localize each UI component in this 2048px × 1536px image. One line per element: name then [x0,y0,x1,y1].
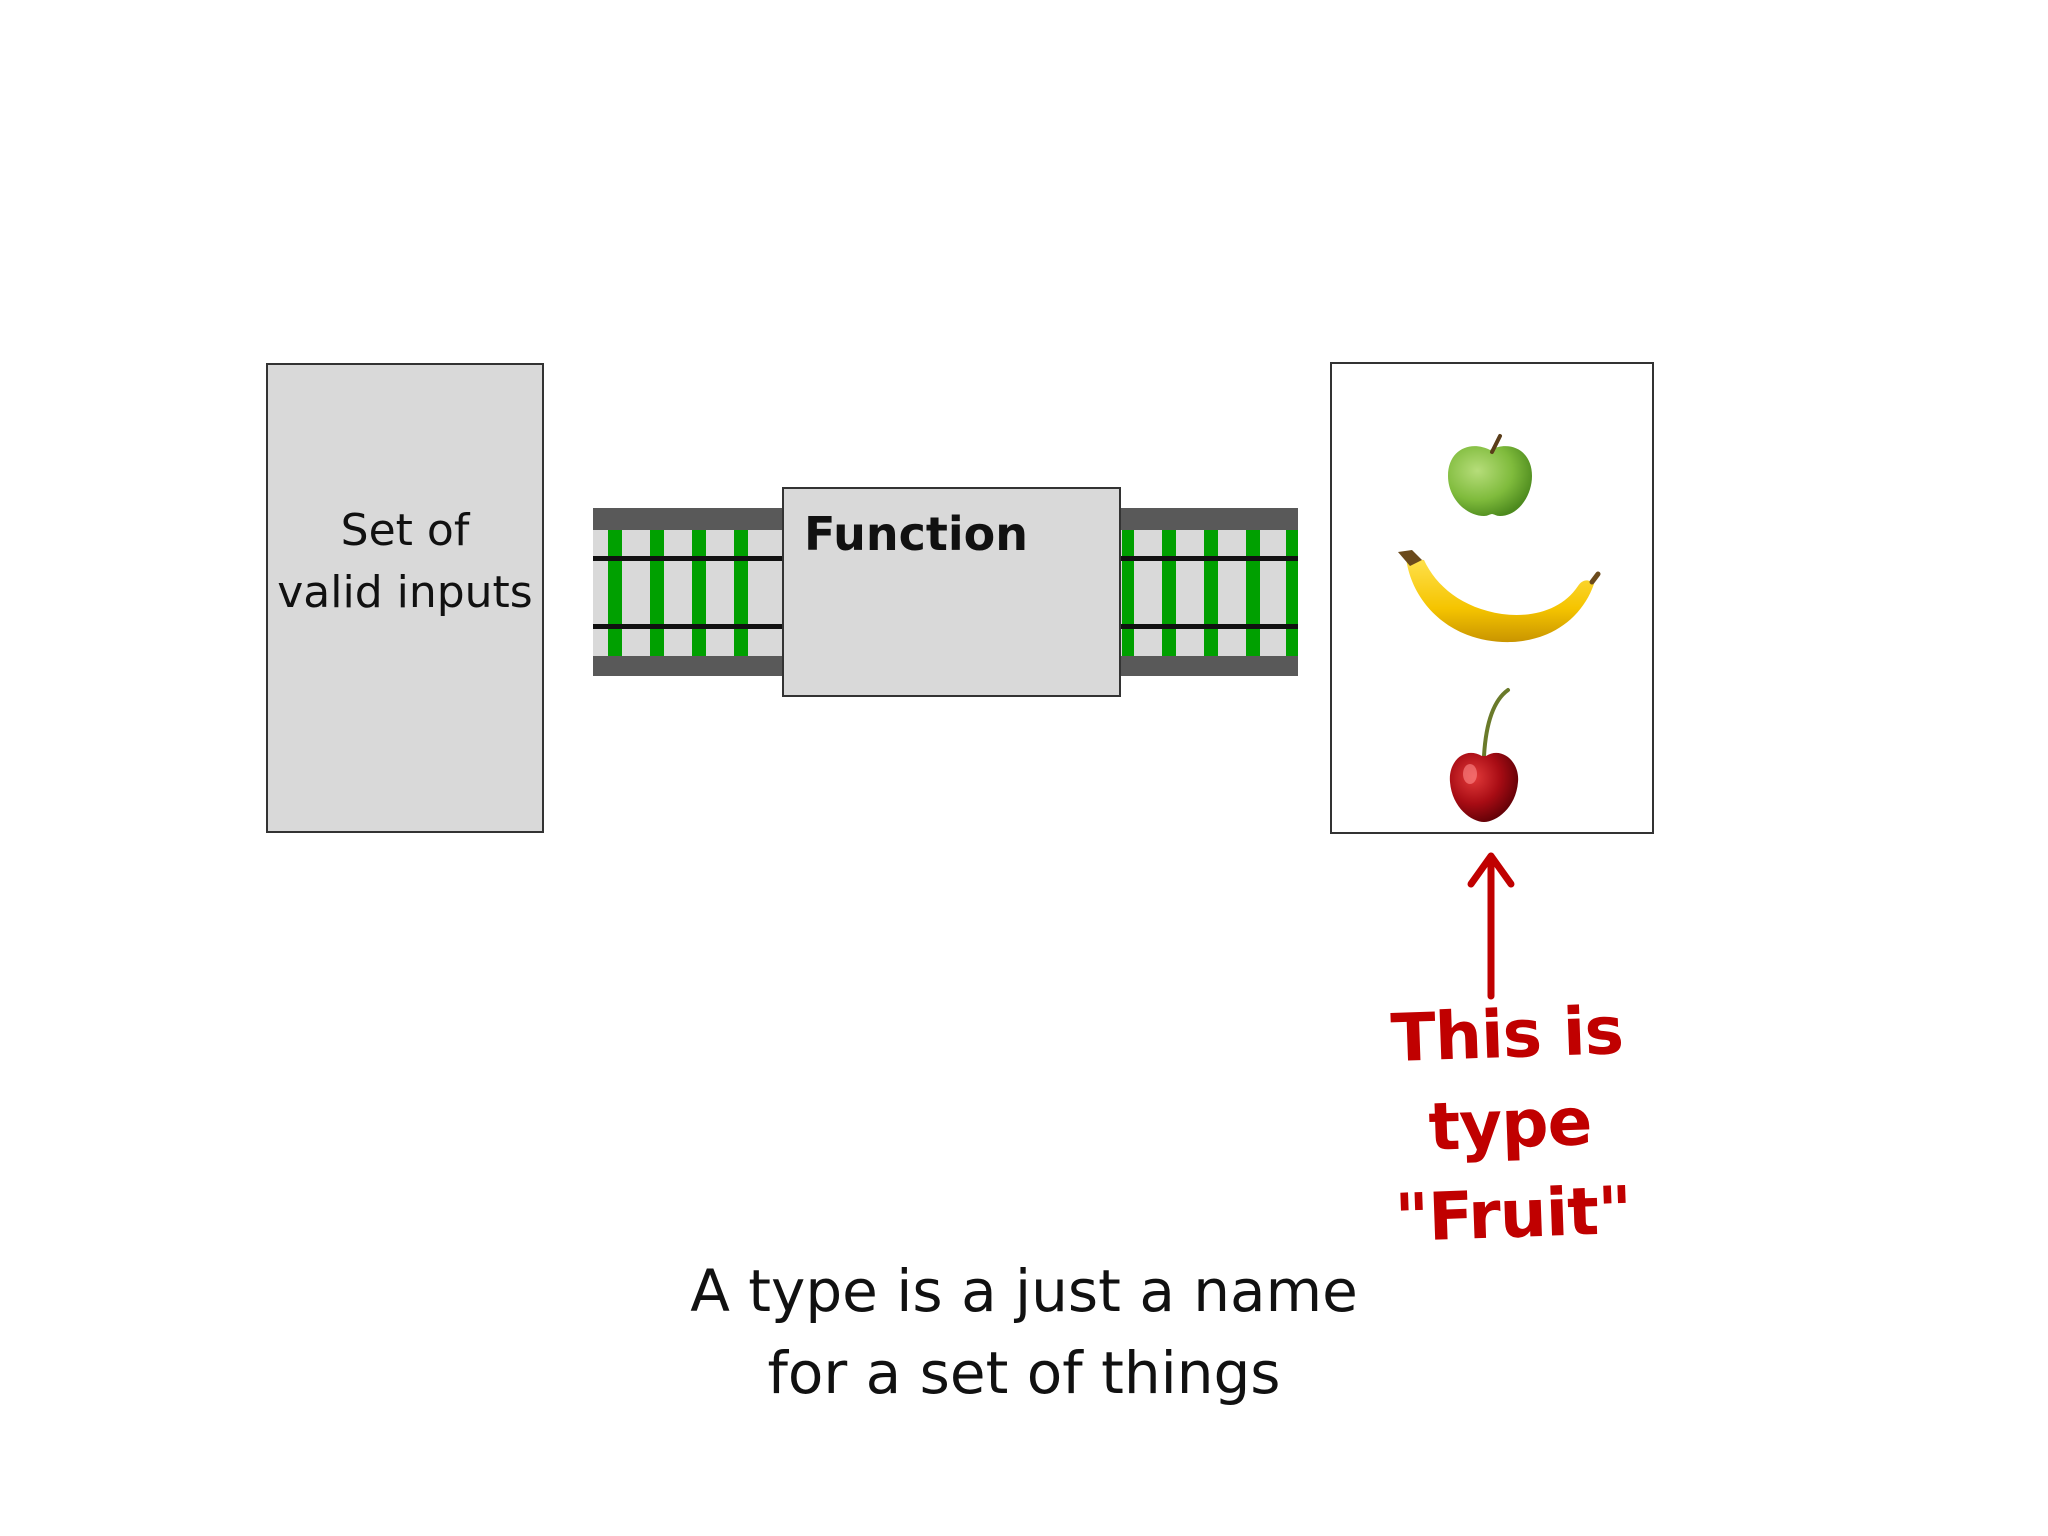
track-left [593,508,783,676]
track-right [1120,508,1298,676]
slide-caption: A type is a just a name for a set of thi… [690,1257,1358,1407]
input-set-label: Set of valid inputs [277,505,533,618]
function-box: Function [782,487,1121,697]
banana-icon [1398,550,1601,643]
function-label: Function [804,507,1029,561]
apple-icon [1448,434,1532,516]
output-set-box [1330,362,1654,834]
type-annotation: This is type "Fruit" [1389,992,1633,1258]
arrow-up-icon [1467,852,1515,1000]
cherry-icon [1449,688,1519,822]
input-set-box: Set of valid inputs [266,363,544,833]
